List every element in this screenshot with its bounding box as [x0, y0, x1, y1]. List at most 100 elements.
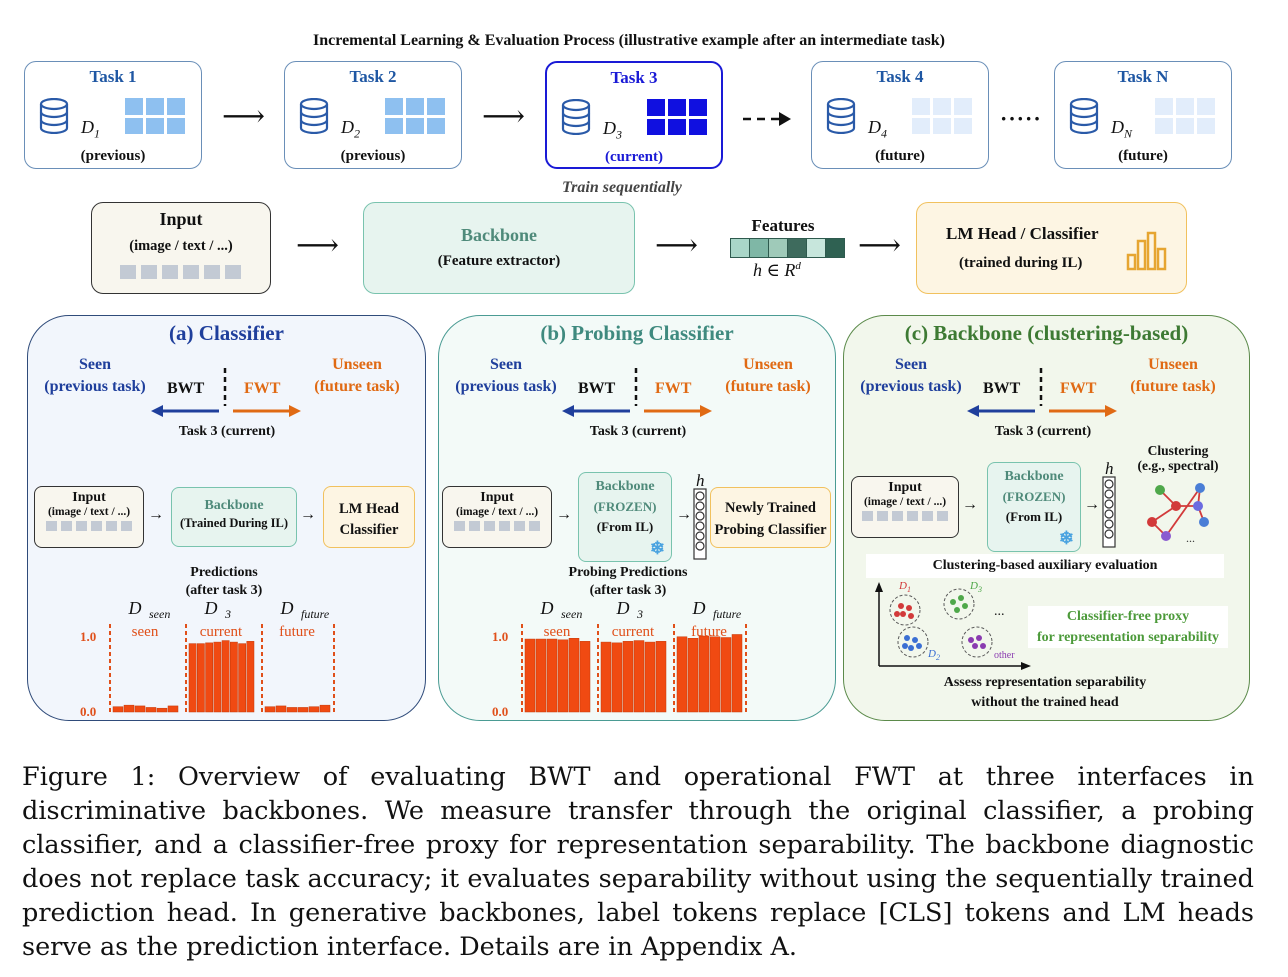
ellipsis-icon: ... — [994, 604, 1005, 619]
feature-vector-icon — [730, 238, 845, 258]
database-icon — [826, 97, 856, 139]
transfer-header: Seen(previous task)Unseen(future task)BW… — [438, 354, 838, 444]
input-title: Input — [480, 490, 514, 505]
pipeline-input-box: Input (image / text / ...) — [91, 202, 271, 294]
bar-chart-icon — [1125, 231, 1167, 276]
data-grid-icon — [1155, 98, 1215, 134]
dataset-label: D3 — [603, 118, 622, 142]
divider-dashed — [1039, 368, 1043, 411]
group-d-sub: seen — [561, 607, 582, 621]
bwt-label: BWT — [578, 380, 616, 397]
seen-label: Seen(previous task) — [455, 356, 557, 395]
task-name: Task 3 — [610, 68, 658, 87]
probe-box: Newly Trained Probing Classifier — [710, 487, 831, 548]
data-grid-icon — [647, 99, 707, 135]
task-status: (previous) — [340, 148, 406, 164]
head-label: LM Head Classifier — [338, 501, 399, 538]
token-row-icon — [443, 521, 551, 531]
cluster-label-d1: D1 — [899, 580, 911, 595]
task-name: Task 1 — [89, 67, 137, 86]
group-label: seen — [132, 624, 159, 640]
pipeline-head-box: LM Head / Classifier (trained during IL) — [916, 202, 1187, 294]
group-d-label: D — [128, 598, 142, 618]
arrow-right-icon: → — [676, 506, 692, 523]
fwt-label: FWT — [244, 380, 281, 397]
token-row-icon — [852, 511, 958, 521]
backbone-title: Backbone — [204, 498, 264, 513]
fwt-arrow-icon — [231, 404, 301, 422]
bar — [698, 635, 710, 713]
from-il-label: (From IL) — [596, 519, 654, 534]
feature-column-icon — [693, 488, 707, 565]
panel-title: (a) Classifier — [169, 321, 284, 345]
dataset-label: D2 — [341, 117, 360, 141]
bar — [205, 642, 213, 713]
group-label: seen — [544, 624, 571, 640]
bar — [112, 706, 124, 713]
bar — [246, 641, 255, 713]
bar — [720, 637, 732, 713]
fwt-arrow-icon — [642, 404, 712, 422]
h-label: h — [696, 471, 705, 490]
head-box: LM Head Classifier — [323, 486, 415, 548]
cluster-label-d3: D3 — [970, 580, 982, 595]
input-box: Input (image / text / ...) — [34, 486, 144, 548]
from-il-label: (From IL) — [1005, 509, 1063, 524]
probing-predictions-title: Probing Predictions(after task 3) — [568, 565, 688, 598]
scatter-clusters-icon — [871, 580, 1031, 675]
bar — [286, 707, 298, 713]
bwt-arrow-icon — [562, 404, 632, 422]
backbone-box: Backbone (Trained During IL) — [171, 487, 297, 547]
input-title: Input — [72, 490, 106, 505]
bar — [188, 643, 197, 713]
arrow-right-icon: → — [148, 506, 164, 523]
bar — [611, 642, 623, 713]
features-math: h ∈ Rd — [753, 260, 801, 280]
group-d-sub: future — [713, 607, 742, 621]
fwt-label: FWT — [655, 380, 692, 397]
bar — [238, 643, 246, 713]
seen-label: Seen(previous task) — [860, 356, 962, 395]
divider-dashed — [223, 368, 227, 411]
arrow-right-icon: → — [300, 506, 316, 523]
bar — [297, 707, 309, 713]
transfer-header: Seen(previous task)Unseen(future task)BW… — [843, 354, 1243, 444]
input-sub: (image / text / ...) — [863, 496, 947, 508]
pipeline-input-title: Input — [159, 209, 203, 229]
task-name: Task 2 — [349, 67, 397, 86]
unseen-label: Unseen(future task) — [314, 356, 400, 395]
cluster-label-d2: D2 — [928, 648, 940, 663]
current-task-label: Task 3 (current) — [994, 424, 1092, 439]
bar — [579, 641, 591, 713]
transfer-header: Seen(previous task)Unseen(future task)BW… — [27, 354, 427, 444]
arrow-right-icon: → — [556, 506, 572, 523]
dataset-label: D4 — [868, 117, 887, 141]
dataset-label: D1 — [81, 117, 100, 141]
figure-title: Incremental Learning & Evaluation Proces… — [313, 32, 945, 49]
panel-title: (c) Backbone (clustering-based) — [904, 321, 1189, 345]
bar — [156, 707, 168, 713]
divider-dashed — [634, 368, 638, 411]
data-grid-icon — [912, 98, 972, 134]
arrow-right-icon: ⟶ — [858, 229, 902, 262]
bar — [546, 638, 558, 713]
snowflake-icon: ❄ — [649, 538, 665, 558]
cluster-graph-icon: ... — [1142, 480, 1232, 551]
ellipsis-icon: ····· — [1000, 106, 1042, 131]
pipeline-head-sub: (trained during IL) — [959, 255, 1083, 271]
group-d-sub: 3 — [636, 607, 643, 621]
token-row-icon — [120, 265, 241, 279]
task-card: Task 2 D2 (previous) — [284, 61, 462, 169]
task-name: Task 4 — [876, 67, 924, 86]
bar — [145, 707, 157, 713]
bwt-label: BWT — [983, 380, 1021, 397]
pipeline-input-sub: (image / text / ...) — [129, 238, 233, 254]
group-d-label: D — [692, 598, 706, 618]
fwt-label: FWT — [1060, 380, 1097, 397]
pipeline-backbone-title: Backbone — [460, 225, 538, 245]
bar — [319, 704, 331, 713]
